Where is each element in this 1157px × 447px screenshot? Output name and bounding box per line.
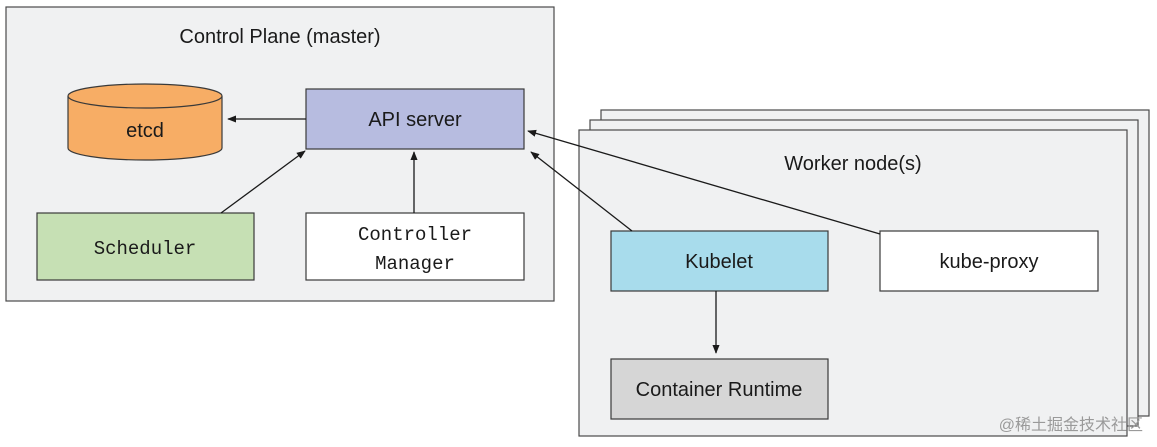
scheduler-box: Scheduler — [36, 212, 255, 281]
etcd-database: etcd — [67, 83, 223, 161]
kube-proxy-box: kube-proxy — [879, 230, 1099, 292]
control-plane-title: Control Plane (master) — [179, 26, 380, 48]
arrow-kubeproxy-to-api — [527, 129, 881, 235]
arrow-kubelet-to-api — [530, 151, 633, 232]
kubelet-box: Kubelet — [610, 230, 829, 292]
api-server-label: API server — [368, 109, 462, 131]
watermark-text: @稀土掘金技术社区 — [999, 416, 1143, 434]
container-runtime-box: Container Runtime — [610, 358, 829, 420]
worker-node-title: Worker node(s) — [784, 153, 921, 175]
controller-manager-label-line2: Manager — [375, 253, 455, 275]
etcd-label: etcd — [126, 120, 164, 142]
controller-manager-box: Controller Manager — [305, 212, 525, 281]
kube-proxy-label: kube-proxy — [940, 251, 1039, 273]
api-server-box: API server — [305, 88, 525, 150]
container-runtime-label: Container Runtime — [636, 379, 803, 401]
kubelet-label: Kubelet — [685, 251, 753, 273]
controller-manager-label-line1: Controller — [358, 224, 472, 246]
scheduler-label: Scheduler — [94, 238, 197, 260]
arrow-scheduler-to-api — [220, 150, 306, 214]
